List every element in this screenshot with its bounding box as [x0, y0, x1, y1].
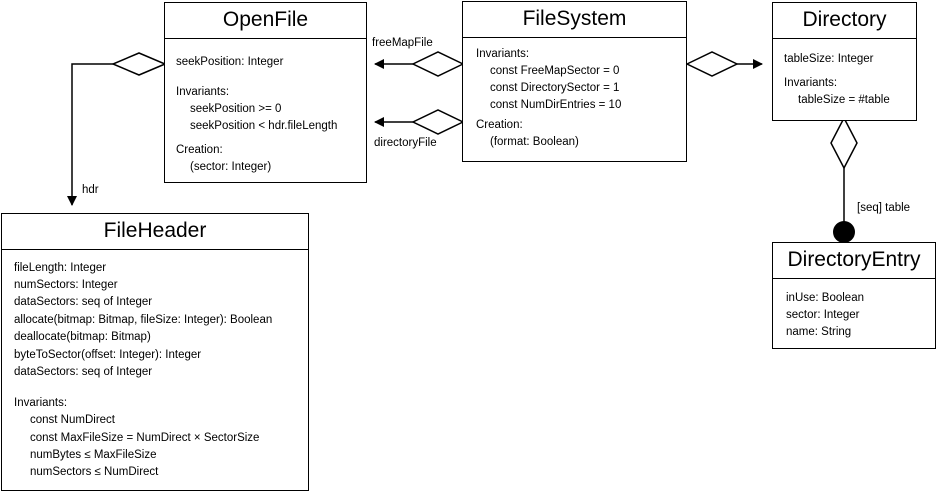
- aggregation-diamond: [111, 52, 167, 76]
- invariants-label: Invariants:: [784, 77, 838, 89]
- invariant: const NumDirEntries = 10: [490, 99, 622, 111]
- attribute: seekPosition: Integer: [176, 56, 284, 68]
- creation-signature: (sector: Integer): [190, 161, 272, 173]
- member: numSectors: Integer: [14, 279, 118, 291]
- aggregation-diamond: [685, 51, 739, 77]
- class-openfile: OpenFile seekPosition: Integer Invariant…: [164, 2, 367, 183]
- label-table: [seq] table: [857, 202, 911, 214]
- attribute: sector: Integer: [786, 309, 860, 321]
- attribute: name: String: [786, 326, 852, 338]
- class-title: Directory: [773, 3, 916, 39]
- invariant: numBytes ≤ MaxFileSize: [30, 449, 157, 461]
- label-hdr: hdr: [82, 184, 99, 196]
- directoryfile-association: [374, 109, 465, 135]
- invariants-label: Invariants:: [14, 397, 68, 409]
- member: fileLength: Integer: [14, 262, 107, 274]
- attribute: tableSize: Integer: [784, 53, 874, 65]
- attribute: inUse: Boolean: [786, 292, 864, 304]
- class-directoryentry: DirectoryEntry inUse: Boolean sector: In…: [772, 242, 936, 349]
- aggregation-diamond: [411, 109, 465, 135]
- invariant: numSectors ≤ NumDirect: [30, 466, 159, 478]
- invariant: seekPosition >= 0: [190, 103, 282, 115]
- member: dataSectors: seq of Integer: [14, 366, 153, 378]
- class-title: FileHeader: [2, 214, 308, 250]
- invariant: const DirectorySector = 1: [490, 82, 620, 94]
- class-directory: Directory tableSize: Integer Invariants:…: [772, 2, 917, 121]
- class-filesystem: FileSystem Invariants: const FreeMapSect…: [462, 1, 687, 162]
- invariant: const NumDirect: [30, 414, 115, 426]
- creation-label: Creation:: [476, 119, 523, 131]
- class-title: DirectoryEntry: [773, 243, 935, 279]
- class-fileheader: FileHeader fileLength: Integer numSector…: [1, 213, 309, 491]
- class-title: OpenFile: [165, 3, 366, 39]
- invariant: tableSize = #table: [798, 94, 890, 106]
- hdr-association: [67, 52, 167, 206]
- aggregation-diamond: [830, 116, 858, 170]
- aggregation-diamond: [411, 51, 465, 77]
- member: allocate(bitmap: Bitmap, fileSize: Integ…: [14, 314, 273, 326]
- member: byteToSector(offset: Integer): Integer: [14, 349, 202, 361]
- member: deallocate(bitmap: Bitmap): [14, 331, 151, 343]
- label-directoryfile: directoryFile: [374, 137, 437, 149]
- label-freemapfile: freeMapFile: [372, 37, 433, 49]
- creation-label: Creation:: [176, 144, 223, 156]
- member: dataSectors: seq of Integer: [14, 296, 153, 308]
- invariant: const MaxFileSize = NumDirect × SectorSi…: [30, 432, 260, 444]
- invariant: const FreeMapSector = 0: [490, 65, 620, 77]
- invariants-label: Invariants:: [176, 86, 230, 98]
- directory-association: [685, 51, 763, 77]
- table-association: [830, 116, 858, 243]
- class-title: FileSystem: [463, 2, 686, 38]
- invariants-label: Invariants:: [476, 48, 530, 60]
- creation-signature: (format: Boolean): [490, 136, 579, 148]
- sequence-dot: [833, 221, 855, 243]
- invariant: seekPosition < hdr.fileLength: [190, 120, 338, 132]
- freemapfile-association: [374, 51, 465, 77]
